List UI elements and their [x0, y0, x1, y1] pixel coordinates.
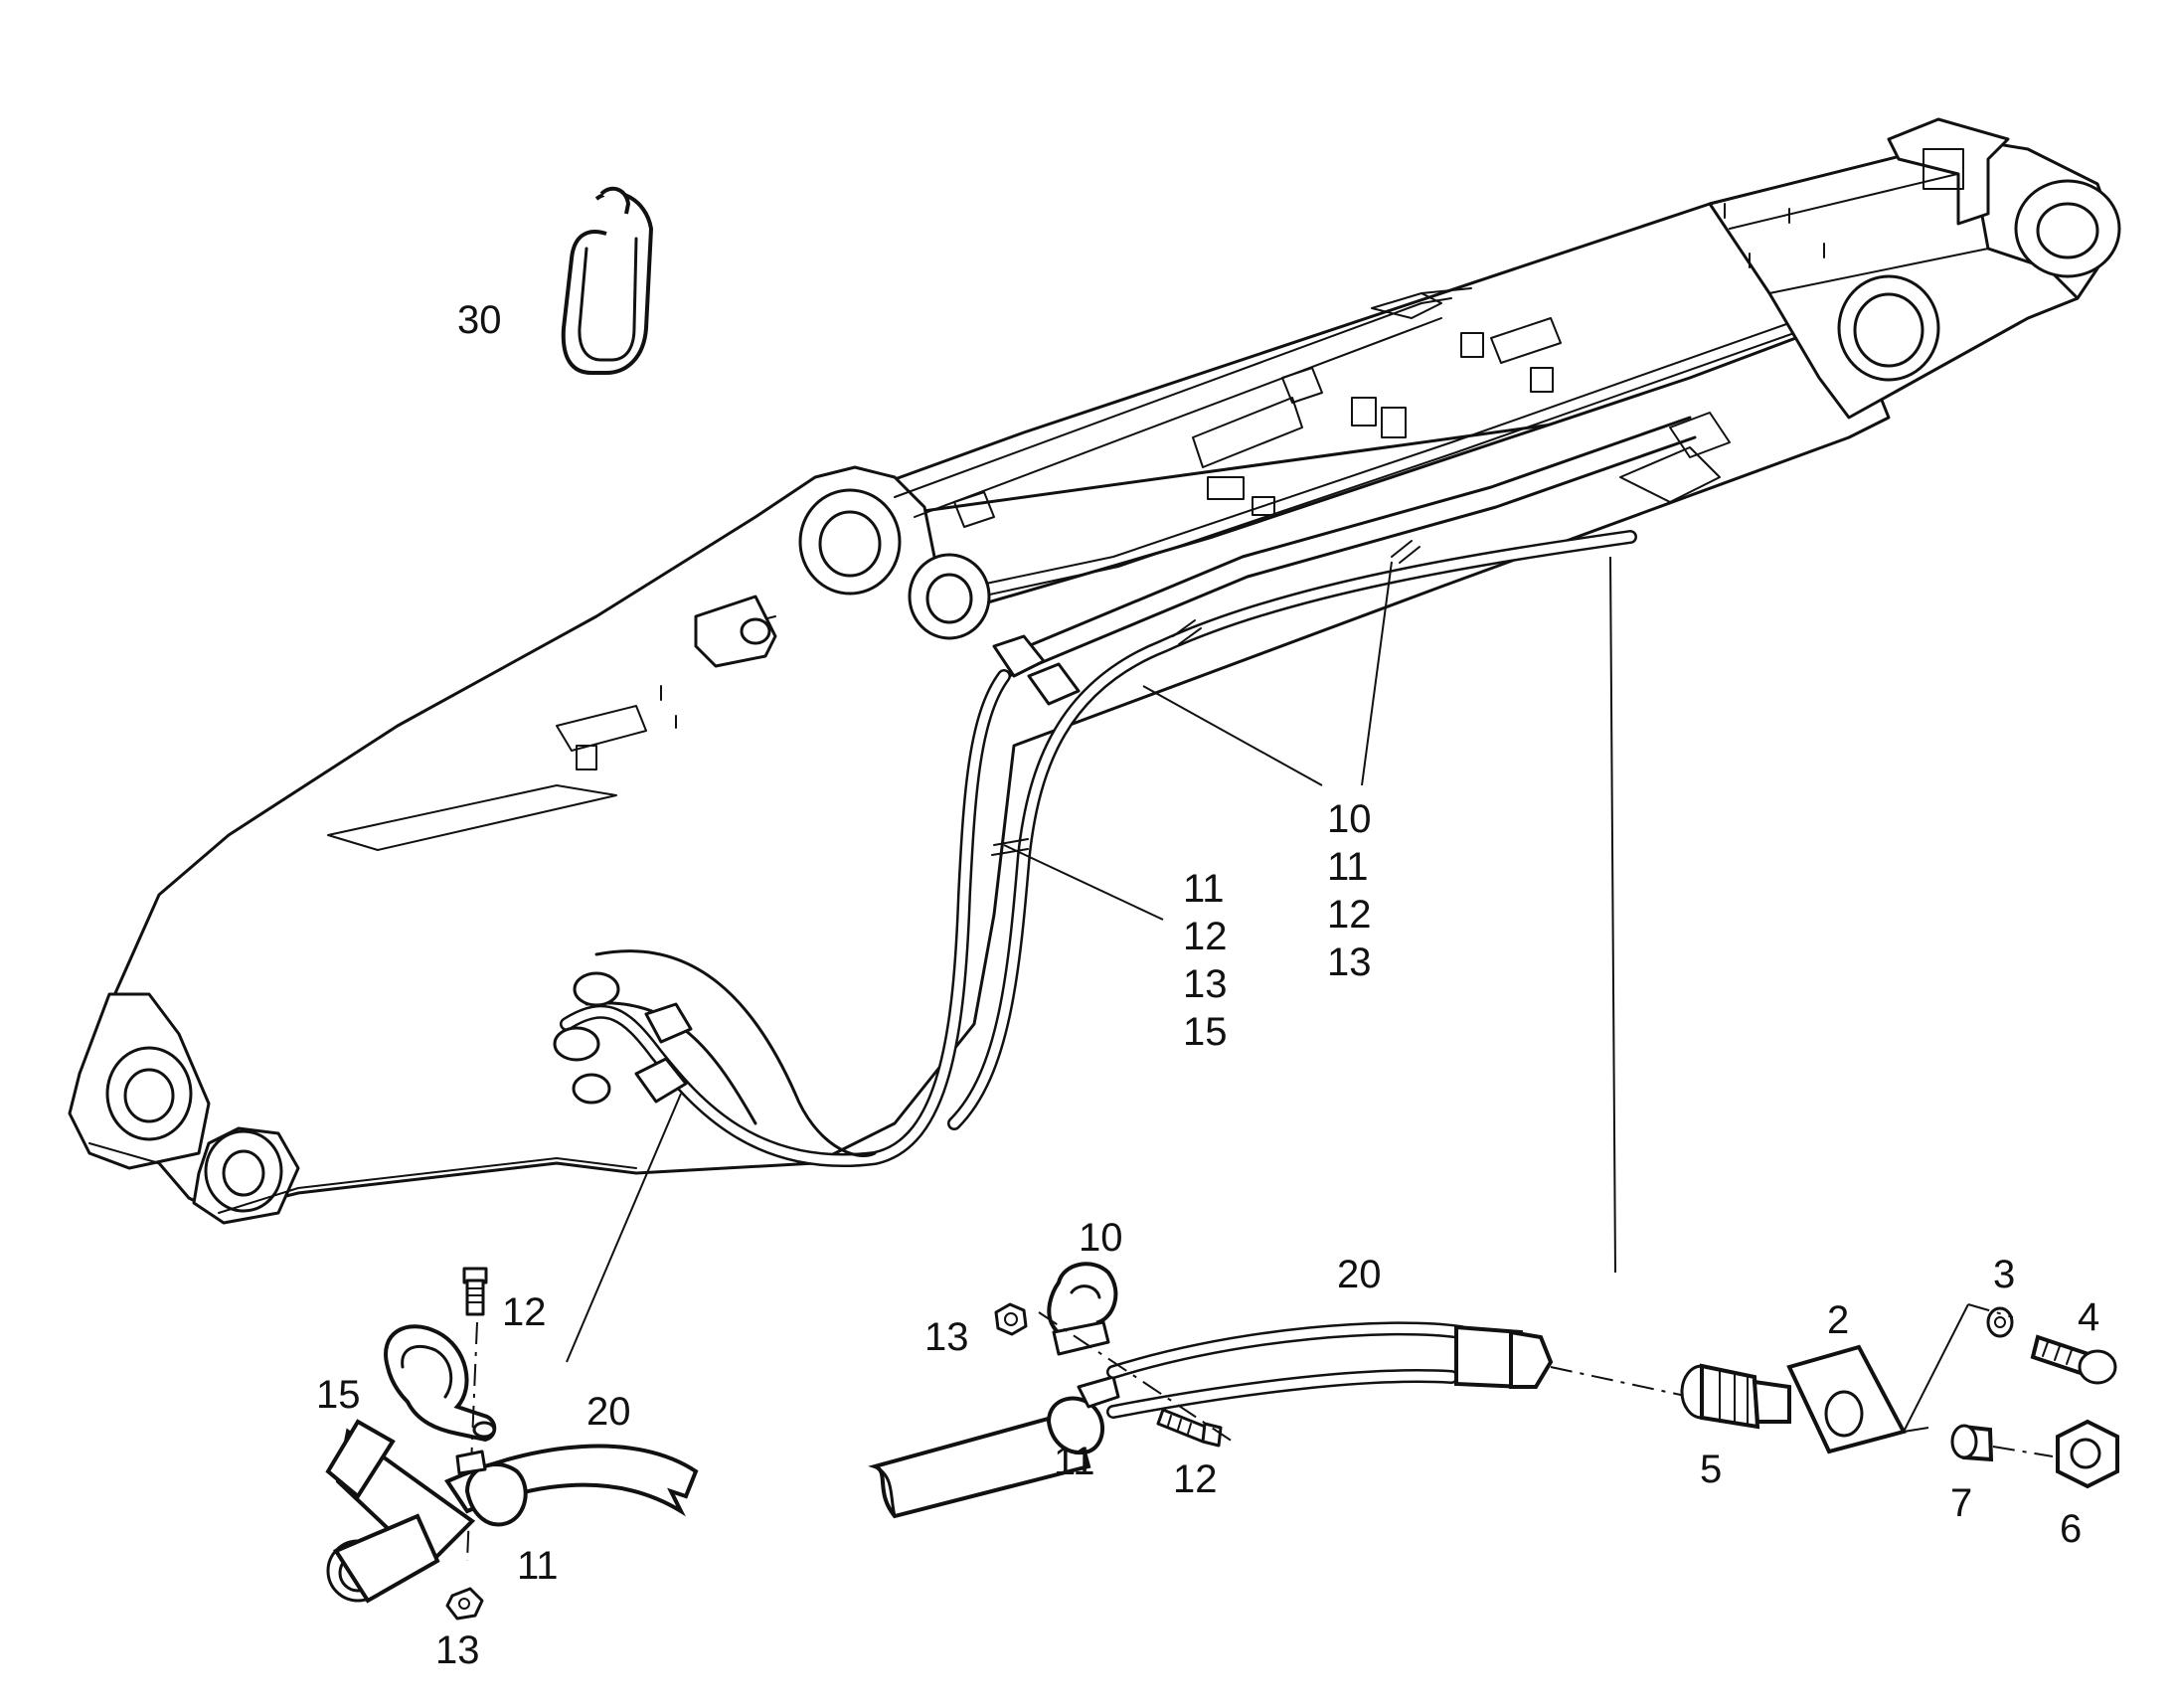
stack-upper-item: 11	[1327, 845, 1369, 889]
part-30-hose-sleeve	[561, 186, 654, 375]
stack-upper-item: 13	[1327, 940, 1372, 984]
callout-13-center: 13	[924, 1315, 969, 1359]
stack-lower-item: 12	[1183, 915, 1228, 958]
callout-13-left: 13	[435, 1628, 480, 1672]
callout-12-center: 12	[1173, 1457, 1218, 1501]
stack-lower-item: 11	[1183, 867, 1225, 911]
callout-11-left: 11	[517, 1544, 559, 1588]
callout-4: 4	[2078, 1295, 2100, 1339]
center-exploded-group	[868, 1262, 1691, 1519]
right-exploded-group	[1609, 556, 2119, 1489]
callout-10-center: 10	[1079, 1216, 1123, 1260]
boom-body	[68, 117, 2121, 1225]
stack-upper-item: 12	[1327, 893, 1372, 937]
left-exploded-group	[325, 1093, 699, 1621]
callout-stack-upper: 10 11 12 13	[1327, 795, 1372, 986]
callout-11-center: 11	[1054, 1440, 1095, 1483]
callout-15-left: 15	[316, 1373, 361, 1417]
callout-12-left: 12	[502, 1290, 547, 1334]
stack-upper-item: 10	[1327, 797, 1372, 841]
stack-lower-item: 15	[1183, 1010, 1228, 1054]
callout-7: 7	[1950, 1481, 1973, 1525]
callout-5: 5	[1700, 1448, 1723, 1491]
boom-hydraulic-lines	[553, 412, 1731, 1167]
callout-30: 30	[457, 298, 502, 342]
callout-stack-lower: 11 12 13 15	[1183, 865, 1228, 1056]
callout-3: 3	[1993, 1253, 2016, 1296]
callout-20-left: 20	[586, 1390, 631, 1434]
callout-2: 2	[1827, 1298, 1850, 1342]
leader-lines	[1003, 561, 1393, 921]
callout-20-center: 20	[1337, 1253, 1382, 1296]
callout-6: 6	[2060, 1507, 2083, 1551]
stack-lower-item: 13	[1183, 962, 1228, 1006]
